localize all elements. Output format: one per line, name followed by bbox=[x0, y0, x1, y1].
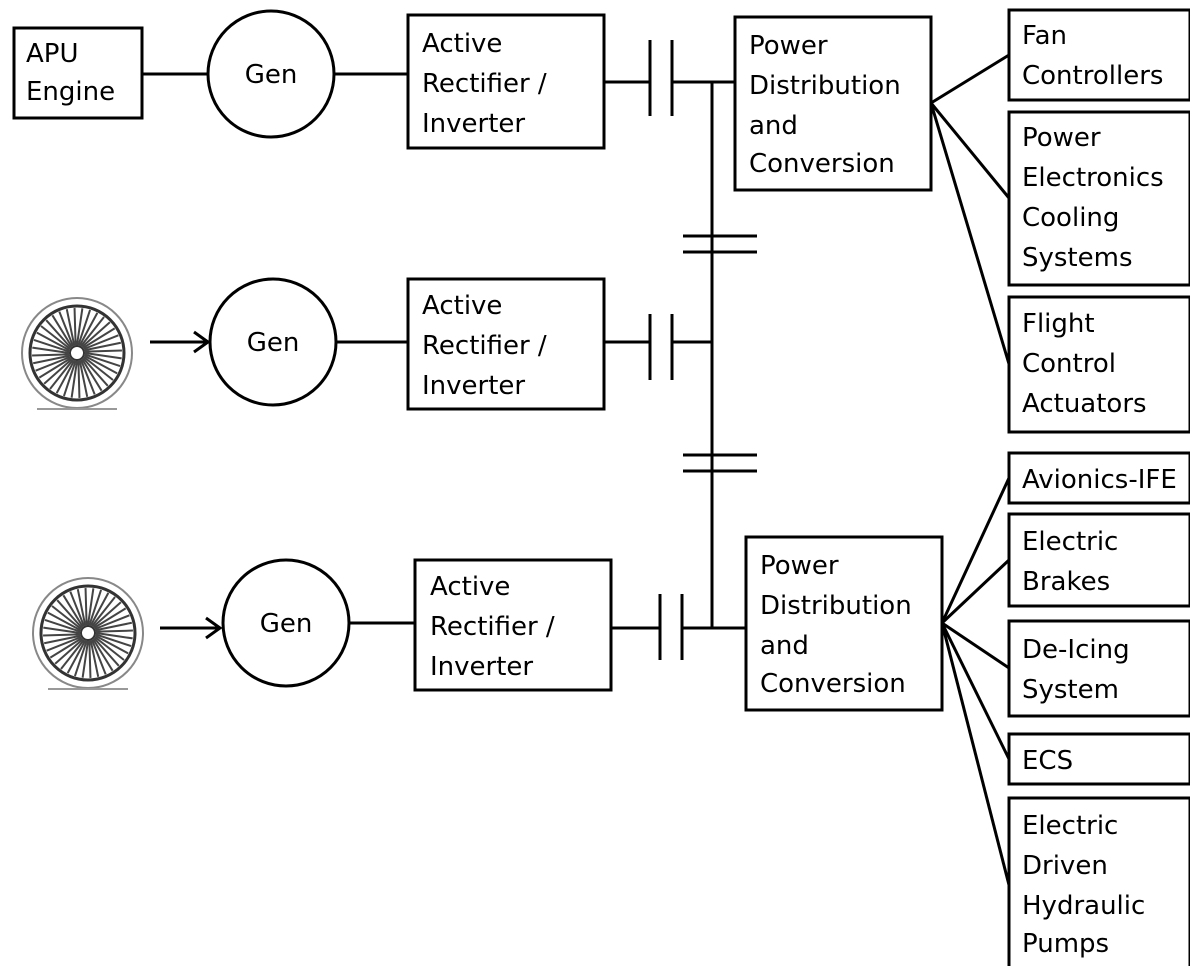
load-hydraulic-label-4: Pumps bbox=[1022, 929, 1109, 959]
arrow-right-icon bbox=[205, 616, 223, 640]
load-fca-label-3: Actuators bbox=[1022, 389, 1147, 419]
rectifier-1-label-2: Rectifier / bbox=[422, 69, 547, 99]
apu-engine-box bbox=[12, 26, 144, 120]
load-pec-label-2: Electronics bbox=[1022, 163, 1164, 193]
generator-1-label: Gen bbox=[245, 60, 298, 90]
rectifier-2-label-3: Inverter bbox=[422, 371, 525, 401]
turbofan-engine-icon bbox=[32, 577, 144, 690]
distribution-1-label-2: Distribution bbox=[749, 71, 901, 101]
rectifier-3-label-3: Inverter bbox=[430, 652, 533, 682]
load-pec-label-1: Power bbox=[1022, 123, 1101, 153]
apu-label-1: APU bbox=[26, 39, 79, 69]
load-deicing-label-2: System bbox=[1022, 675, 1119, 705]
load-brakes-label-2: Brakes bbox=[1022, 567, 1110, 597]
distribution-2-label-2: Distribution bbox=[760, 591, 912, 621]
load-fca-label-2: Control bbox=[1022, 349, 1116, 379]
load-electric-brakes bbox=[1007, 512, 1190, 608]
rectifier-2-box bbox=[406, 277, 606, 411]
load-avionics-label: Avionics-IFE bbox=[1022, 465, 1177, 495]
load-brakes-label-1: Electric bbox=[1022, 527, 1118, 557]
load-hydraulic-label-1: Electric bbox=[1022, 811, 1118, 841]
distribution-1-label-1: Power bbox=[749, 31, 828, 61]
rectifier-3-box bbox=[413, 558, 613, 692]
distribution-2-label-4: Conversion bbox=[760, 669, 906, 699]
rectifier-3-label-2: Rectifier / bbox=[430, 612, 555, 642]
rectifier-2-label-2: Rectifier / bbox=[422, 331, 547, 361]
apu-label-2: Engine bbox=[26, 77, 115, 107]
load-fan-controllers bbox=[1007, 8, 1190, 102]
generator-3-label: Gen bbox=[260, 609, 313, 639]
generator-2-label: Gen bbox=[247, 328, 300, 358]
load-fan-controllers-label-2: Controllers bbox=[1022, 61, 1163, 91]
rectifier-1-box bbox=[406, 13, 606, 150]
distribution-2-label-3: and bbox=[760, 631, 809, 661]
load-pec-label-4: Systems bbox=[1022, 243, 1133, 273]
turbofan-engine-icon bbox=[21, 297, 133, 410]
load-flight-control-actuators bbox=[1007, 295, 1190, 434]
load-hydraulic-pumps bbox=[1007, 796, 1190, 966]
load-ecs-label: ECS bbox=[1022, 746, 1073, 776]
load-fca-label-1: Flight bbox=[1022, 309, 1095, 339]
rectifier-3-label-1: Active bbox=[430, 572, 510, 602]
rectifier-2-label-1: Active bbox=[422, 291, 502, 321]
load-hydraulic-label-2: Driven bbox=[1022, 851, 1108, 881]
load-pec-label-3: Cooling bbox=[1022, 203, 1119, 233]
load-de-icing-system bbox=[1007, 619, 1190, 718]
distribution-2-label-1: Power bbox=[760, 551, 839, 581]
rectifier-1-label-1: Active bbox=[422, 29, 502, 59]
load-hydraulic-label-3: Hydraulic bbox=[1022, 891, 1145, 921]
distribution-1-box bbox=[733, 15, 933, 192]
rectifier-1-label-3: Inverter bbox=[422, 109, 525, 139]
distribution-1-label-3: and bbox=[749, 111, 798, 141]
load-fan-controllers-label-1: Fan bbox=[1022, 21, 1067, 51]
load-deicing-label-1: De-Icing bbox=[1022, 635, 1130, 665]
distribution-2-box bbox=[744, 535, 944, 712]
load-power-electronics-cooling bbox=[1007, 110, 1190, 287]
arrow-right-icon bbox=[193, 330, 211, 354]
distribution-1-label-4: Conversion bbox=[749, 149, 895, 179]
